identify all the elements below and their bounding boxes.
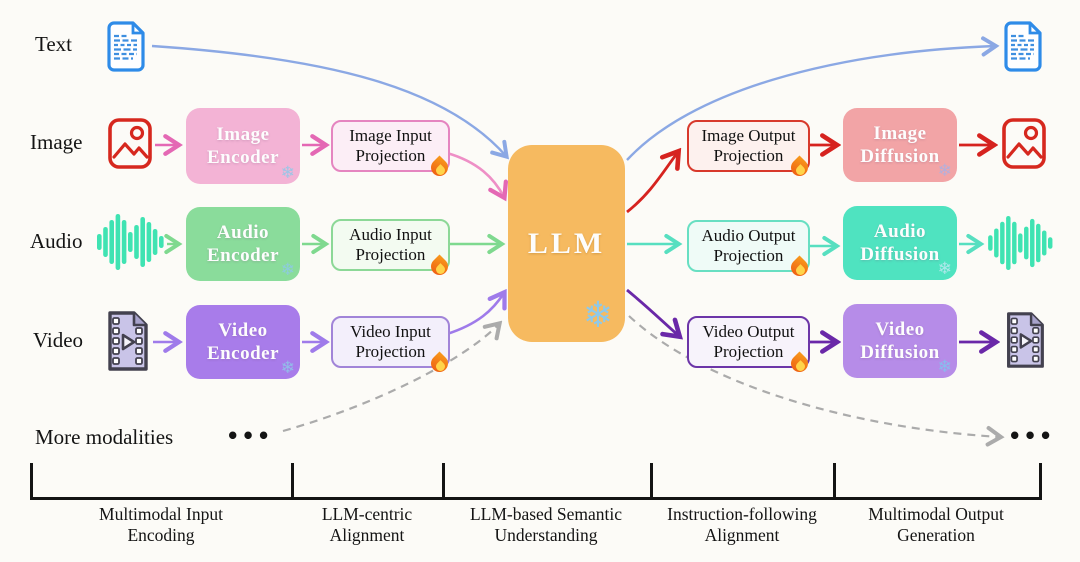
- stage-label-llm-based-semantic-understanding: LLM-based Semantic Understanding: [469, 504, 623, 545]
- audio-encoder-box: Audio Encoder ❄: [186, 207, 300, 281]
- audio-input-projection-label: Audio Input Projection: [349, 225, 432, 264]
- row-label-text: Text: [35, 32, 73, 56]
- stage-bracket-tick: [291, 463, 294, 500]
- arrow-llm-to-video-projection: [626, 288, 679, 336]
- audio-output-projection-label: Audio Output Projection: [701, 226, 796, 265]
- video-diffusion-box: Video Diffusion ❄: [843, 304, 957, 378]
- text-document-icon-output: [1001, 20, 1045, 78]
- arrow-image-projection-to-llm: [446, 151, 504, 197]
- fire-icon: [428, 154, 452, 182]
- stage-bracket-tick: [30, 463, 33, 500]
- llm-label: LLM: [527, 226, 606, 260]
- image-icon-output: [1001, 117, 1047, 175]
- image-output-projection-box: Image Output Projection: [687, 120, 810, 172]
- audio-diffusion-box: Audio Diffusion ❄: [843, 206, 957, 280]
- image-encoder-label: Image Encoder: [206, 124, 280, 168]
- audio-waveform-icon: [96, 213, 164, 276]
- audio-encoder-label: Audio Encoder: [206, 222, 280, 266]
- video-output-projection-box: Video Output Projection: [687, 316, 810, 368]
- text-document-icon: [104, 20, 148, 78]
- video-output-projection-label: Video Output Projection: [702, 322, 795, 361]
- row-label-more-modalities: More modalities: [35, 425, 174, 449]
- video-file-icon-output: [1003, 310, 1047, 375]
- image-encoder-box: Image Encoder ❄: [186, 108, 300, 184]
- stage-label-llm-centric-alignment: LLM-centric Alignment: [321, 504, 413, 545]
- snowflake-icon: ❄: [280, 163, 295, 183]
- snowflake-icon: ❄: [280, 358, 295, 378]
- fire-icon: [788, 154, 812, 182]
- stage-bracket-line: [30, 497, 1042, 500]
- image-input-projection-label: Image Input Projection: [349, 126, 432, 165]
- video-diffusion-label: Video Diffusion: [860, 319, 940, 363]
- snowflake-icon: ❄: [280, 260, 295, 280]
- stage-bracket-tick: [1039, 463, 1042, 500]
- video-file-icon: [104, 309, 151, 378]
- fire-icon: [428, 350, 452, 378]
- video-encoder-box: Video Encoder ❄: [186, 305, 300, 379]
- fire-icon: [428, 253, 452, 281]
- row-label-image: Image: [30, 130, 83, 154]
- audio-waveform-icon-output: [986, 215, 1054, 276]
- stage-label-instruction-following-alignment: Instruction-following Alignment: [667, 504, 817, 545]
- video-input-projection-label: Video Input Projection: [350, 322, 431, 361]
- audio-diffusion-label: Audio Diffusion: [860, 221, 940, 265]
- arrow-llm-to-image-projection: [626, 152, 678, 214]
- image-icon: [107, 117, 153, 175]
- more-modalities-dots-left: •••: [226, 424, 273, 448]
- video-input-projection-box: Video Input Projection: [331, 316, 450, 368]
- fire-icon: [788, 350, 812, 378]
- image-diffusion-label: Image Diffusion: [860, 123, 940, 167]
- image-diffusion-box: Image Diffusion ❄: [843, 108, 957, 182]
- stage-bracket-tick: [650, 463, 653, 500]
- stage-label-multimodal-output-generation: Multimodal Output Generation: [868, 504, 1004, 545]
- row-label-video: Video: [33, 328, 84, 352]
- stage-bracket-tick: [833, 463, 836, 500]
- image-input-projection-box: Image Input Projection: [331, 120, 450, 172]
- more-modalities-dots-right: •••: [1008, 424, 1055, 448]
- arrow-video-projection-to-llm: [446, 293, 504, 336]
- audio-output-projection-box: Audio Output Projection: [687, 220, 810, 272]
- row-label-audio: Audio: [30, 229, 83, 253]
- video-encoder-label: Video Encoder: [206, 320, 280, 364]
- stage-label-multimodal-input-encoding: Multimodal Input Encoding: [99, 504, 223, 545]
- llm-box: LLM ❄: [508, 145, 625, 342]
- stage-bracket-tick: [442, 463, 445, 500]
- fire-icon: [788, 254, 812, 282]
- image-output-projection-label: Image Output Projection: [701, 126, 796, 165]
- snowflake-icon: ❄: [582, 295, 613, 336]
- audio-input-projection-box: Audio Input Projection: [331, 219, 450, 271]
